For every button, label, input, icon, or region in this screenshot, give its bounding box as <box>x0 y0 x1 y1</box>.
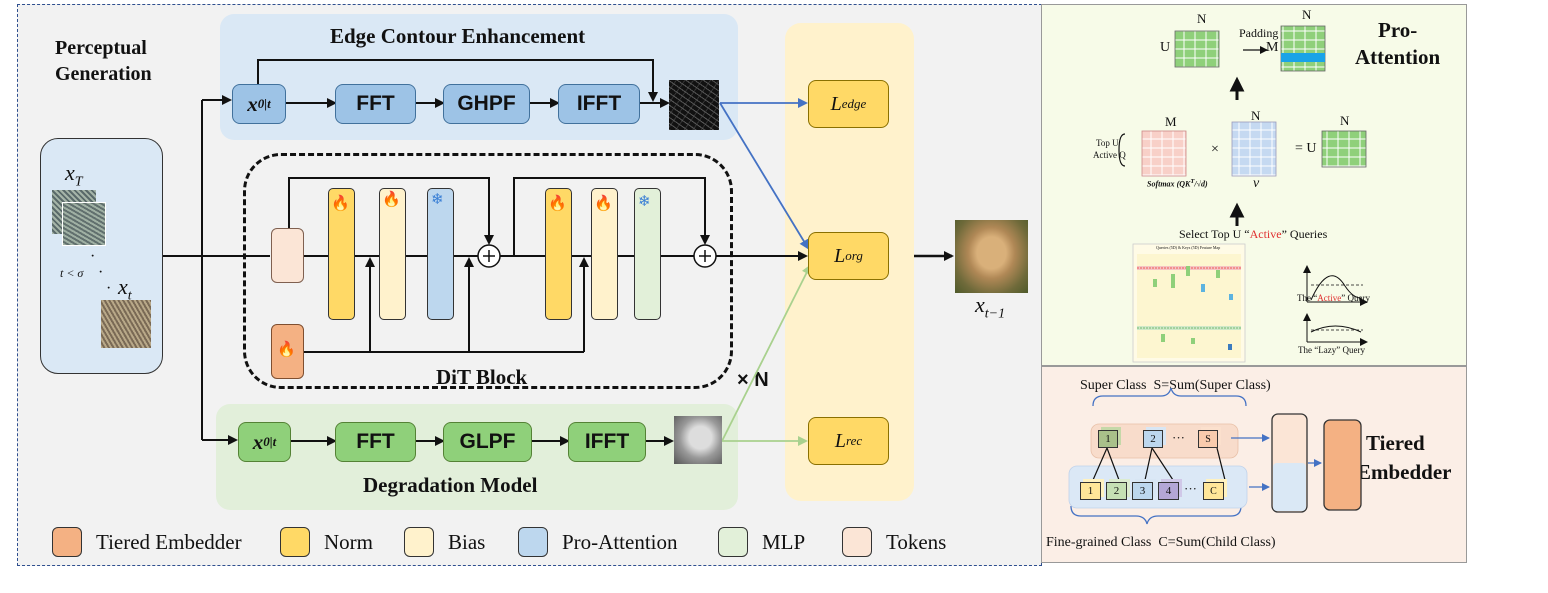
dit-title: DiT Block <box>436 365 528 389</box>
child-class-cube: C <box>1203 482 1224 500</box>
n-label: N <box>1302 7 1312 22</box>
noise-dots: · <box>106 280 112 297</box>
noise-image-2 <box>62 202 106 246</box>
legend-pro-attention: Pro-Attention <box>518 527 678 557</box>
noisy-image <box>101 300 151 348</box>
frozen-snowflake-icon: ❄ <box>431 192 444 208</box>
trainable-flame-icon: 🔥 <box>548 196 567 212</box>
legend-tiered-embedder: Tiered Embedder <box>52 527 242 557</box>
lazy-query-label: The “Lazy” Query <box>1298 345 1365 355</box>
token-block <box>271 228 304 283</box>
super-class-cube: 2 <box>1143 430 1163 448</box>
deg-ifft-block: IFFT <box>568 422 646 462</box>
super-ellipsis: ··· <box>1172 430 1185 445</box>
tiered-title-2: Embedder <box>1357 460 1452 484</box>
dit-block <box>243 153 733 389</box>
top-u-label: Top U <box>1096 138 1119 148</box>
pro-attention-panel <box>1041 4 1467 366</box>
n-label: N <box>1197 11 1207 26</box>
active-q-label: Active Q <box>1093 150 1126 160</box>
tiered-embedder-diagram <box>1068 387 1362 525</box>
child-ellipsis: ··· <box>1184 481 1197 496</box>
legend-swatch <box>842 527 872 557</box>
mlp-block <box>634 188 661 320</box>
child-class-cube: 3 <box>1132 482 1153 500</box>
fine-class-label: Fine-grained Class C=Sum(Child Class) <box>1046 535 1276 550</box>
pro-attention-diagram <box>1118 25 1368 363</box>
softmax-formula: Softmax (QKT/√d) <box>1147 178 1208 189</box>
legend-bias: Bias <box>404 527 485 557</box>
tiered-embedder-panel <box>1041 366 1467 563</box>
output-label: xt−1 <box>975 292 1006 322</box>
degraded-image <box>674 416 722 464</box>
legend-swatch <box>518 527 548 557</box>
edge-ifft-block: IFFT <box>558 84 640 124</box>
edge-ghpf-block: GHPF <box>443 84 530 124</box>
tiered-embedder-block <box>271 324 304 379</box>
bias-block-2 <box>591 188 618 320</box>
legend-swatch <box>718 527 748 557</box>
super-class-cube: 1 <box>1098 430 1118 448</box>
super-class-cube: S <box>1198 430 1218 448</box>
trainable-flame-icon: 🔥 <box>331 196 350 212</box>
legend-swatch <box>52 527 82 557</box>
child-class-cube: 1 <box>1080 482 1101 500</box>
select-queries-label: Select Top U “Active” Queries <box>1179 227 1328 241</box>
legend-mlp: MLP <box>718 527 805 557</box>
output-lion-image <box>955 220 1028 293</box>
edge-map-image <box>669 80 719 130</box>
noise-top-label: xT <box>65 160 83 190</box>
deg-fft-block: FFT <box>335 422 416 462</box>
n-label: N <box>1340 113 1350 128</box>
noise-dots: · <box>90 248 96 265</box>
u-label: U <box>1160 40 1171 55</box>
frozen-snowflake-icon: ❄ <box>638 194 651 210</box>
edge-fft-block: FFT <box>335 84 416 124</box>
pro-attention-title-1: Pro- <box>1378 18 1418 42</box>
legend-swatch <box>404 527 434 557</box>
attention-block <box>427 188 454 320</box>
pro-attention-title-2: Attention <box>1355 45 1441 69</box>
norm-block-2 <box>545 188 572 320</box>
trainable-flame-icon: 🔥 <box>594 196 613 212</box>
perceptual-title-2: Generation <box>55 63 152 85</box>
heatmap-title: Queries (5D) & Keys (5D) Feature Map <box>1156 245 1221 250</box>
m-label: M <box>1266 40 1279 55</box>
padding-label: Padding <box>1239 26 1279 40</box>
noise-dots: · <box>98 264 104 281</box>
m-label: M <box>1165 114 1177 129</box>
n-label: N <box>1251 108 1261 123</box>
edge-title: Edge Contour Enhancement <box>330 24 586 48</box>
plus-nodes <box>477 244 717 268</box>
super-class-label: Super Class S=Sum(Super Class) <box>1080 378 1271 393</box>
perceptual-title-1: Perceptual <box>55 37 147 59</box>
legend-tokens: Tokens <box>842 527 946 557</box>
deg-glpf-block: GLPF <box>443 422 532 462</box>
times-symbol: × <box>1211 142 1219 157</box>
legend-swatch <box>280 527 310 557</box>
legend-norm: Norm <box>280 527 373 557</box>
child-class-cube: 4 <box>1158 482 1179 500</box>
bias-block-1 <box>379 188 406 320</box>
noise-bottom-label: xt <box>118 274 132 304</box>
noise-condition: t < σ <box>60 266 84 280</box>
child-class-cube: 2 <box>1106 482 1127 500</box>
trainable-flame-icon: 🔥 <box>277 342 296 358</box>
tiered-title-1: Tiered <box>1366 431 1425 455</box>
degradation-title: Degradation Model <box>363 473 538 497</box>
v-label: v <box>1253 176 1260 191</box>
equals-u: = U <box>1295 141 1317 156</box>
trainable-flame-icon: 🔥 <box>382 192 401 208</box>
active-query-label: The “Active” Query <box>1297 293 1370 303</box>
norm-block-1 <box>328 188 355 320</box>
